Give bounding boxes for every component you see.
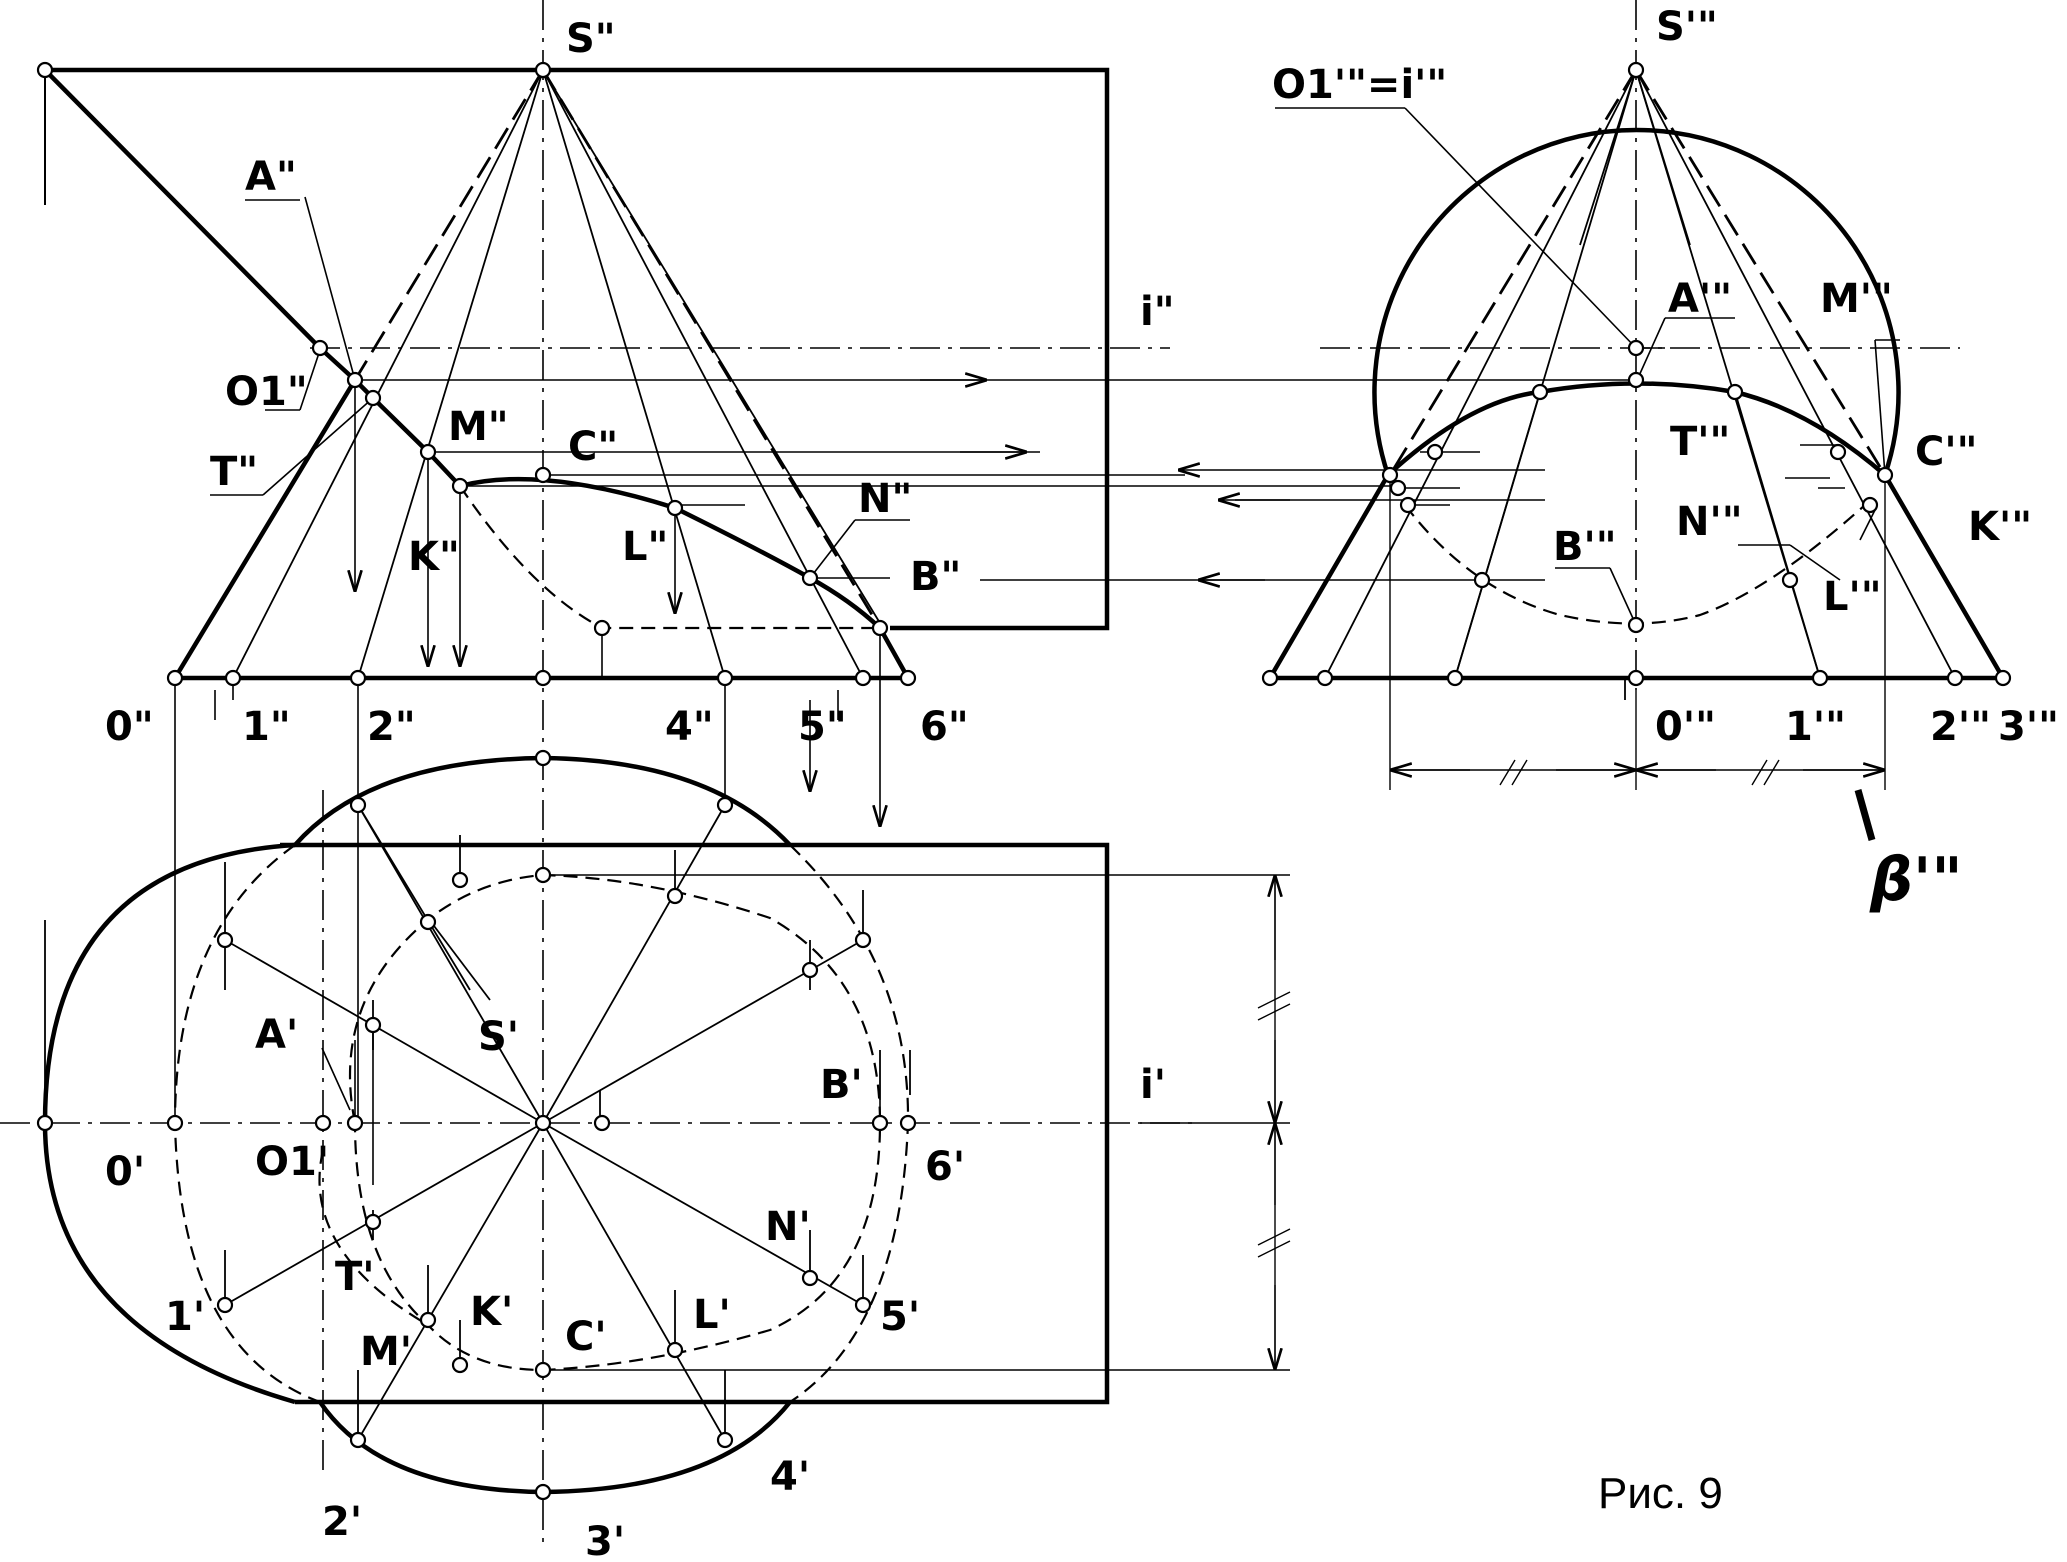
label-6-2: 6" (920, 704, 969, 750)
label-B1: B' (820, 1062, 863, 1108)
label-0-1: 0' (105, 1149, 145, 1195)
front-projection-arrows (920, 380, 1290, 580)
label-i2: i" (1140, 289, 1175, 335)
prism-outline-top (280, 842, 1110, 1405)
label-A2: A" (245, 154, 297, 200)
label-L3: L'" (1823, 574, 1882, 620)
label-S1: S' (478, 1014, 519, 1060)
label-S2: S" (566, 16, 616, 62)
label-S3: S'" (1656, 4, 1718, 50)
prism-outline-front (45, 67, 1110, 631)
point-markers (36, 61, 2012, 1501)
label-3-3: 3'" (1998, 704, 2059, 750)
label-5-1: 5' (880, 1294, 920, 1340)
label-beta3: β'" (1869, 845, 1963, 915)
label-A3: A'" (1668, 276, 1732, 322)
label-5-2: 5" (798, 704, 847, 750)
label-1-1: 1' (165, 1294, 205, 1340)
label-4-2: 4" (665, 704, 714, 750)
label-M1: M' (360, 1329, 412, 1375)
label-L1: L' (693, 1292, 731, 1338)
label-C1: C' (565, 1314, 607, 1360)
label-3-1: 3' (585, 1519, 625, 1562)
label-0-2: 0" (105, 704, 154, 750)
front-view (43, 67, 1636, 825)
label-C3: C'" (1915, 429, 1977, 475)
label-M2: M" (448, 404, 509, 450)
label-N2: N" (858, 476, 912, 522)
label-N1: N' (765, 1204, 811, 1250)
label-B3: B'" (1553, 524, 1617, 570)
label-B2: B" (910, 554, 961, 600)
label-6-1: 6' (925, 1144, 965, 1190)
label-4-1: 4' (770, 1454, 810, 1500)
axis-lines (0, 0, 1960, 1550)
label-M3: M'" (1820, 276, 1893, 322)
label-K3: K'" (1968, 504, 2032, 550)
label-N3: N'" (1676, 499, 1743, 545)
label-T3: T'" (1670, 419, 1730, 465)
label-1-3: 1'" (1785, 704, 1846, 750)
label-O1-1: O1' (255, 1139, 329, 1185)
label-O1-2: O1" (225, 369, 308, 415)
label-2-1: 2' (322, 1499, 362, 1545)
label-1-2: 1" (242, 704, 291, 750)
label-C2: C" (568, 424, 618, 470)
label-T2: T" (210, 449, 258, 495)
label-i1: i' (1140, 1062, 1166, 1108)
label-T1: T' (335, 1254, 375, 1300)
labels: S" A" i" O1" T" M" C" K" L" N" B" 0" 1" … (105, 4, 2059, 1562)
label-2-3: 2'" (1930, 704, 1991, 750)
figure-caption: Рис. 9 (1598, 1469, 1723, 1518)
label-2-2: 2" (367, 704, 416, 750)
top-view (42, 678, 1291, 1495)
label-A1: A' (255, 1012, 298, 1058)
label-K2: K" (408, 534, 460, 580)
label-K1: K' (470, 1289, 513, 1335)
label-0-3: 0'" (1655, 704, 1716, 750)
label-O1i3: O1'"=i'" (1272, 62, 1447, 108)
label-L2: L" (622, 524, 668, 570)
